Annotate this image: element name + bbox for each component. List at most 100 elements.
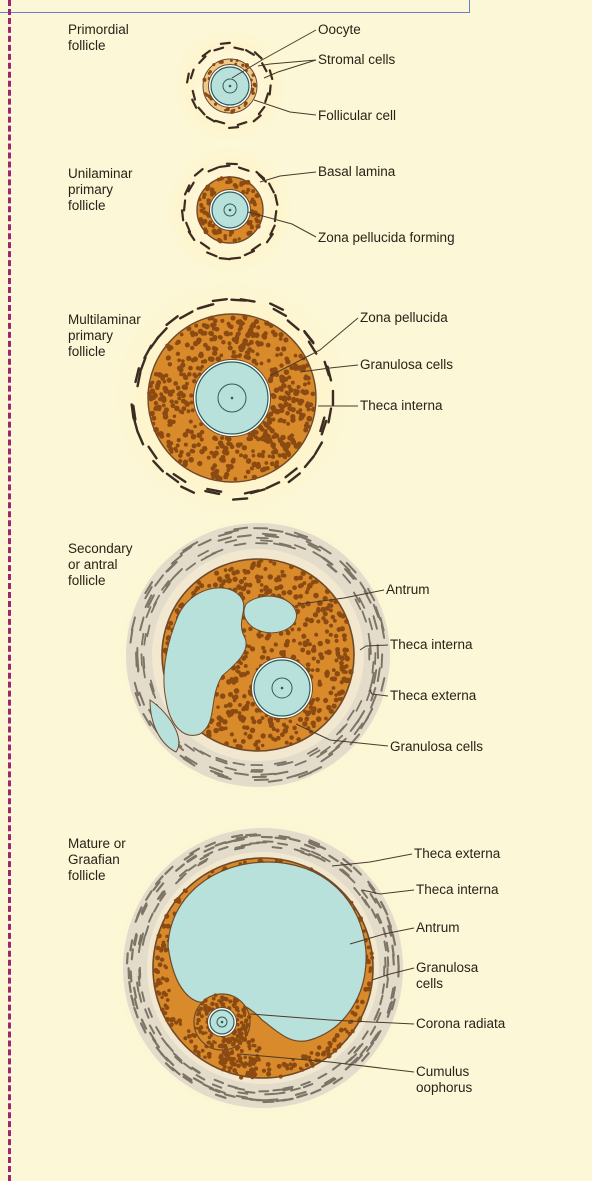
granulosa-cell <box>368 970 372 974</box>
granulosa-cell <box>313 612 318 617</box>
granulosa-cell <box>198 367 202 371</box>
granulosa-cell <box>197 461 202 466</box>
granulosa-cell <box>255 193 260 198</box>
granulosa-cell <box>240 1036 244 1040</box>
granulosa-cell <box>236 665 240 669</box>
granulosa-cell <box>256 325 260 329</box>
granulosa-cell <box>305 363 309 367</box>
granulosa-cell <box>234 688 240 694</box>
granulosa-cell <box>297 627 301 631</box>
granulosa-cell <box>177 358 181 362</box>
granulosa-cell <box>176 444 180 448</box>
granulosa-cell <box>209 70 212 73</box>
granulosa-cell <box>325 639 329 643</box>
granulosa-cell <box>299 399 304 404</box>
granulosa-cell <box>220 60 224 64</box>
granulosa-cell <box>267 425 272 430</box>
granulosa-cell <box>279 337 283 341</box>
granulosa-cell <box>208 331 213 336</box>
granulosa-cell <box>350 1011 354 1015</box>
granulosa-cell <box>317 682 322 687</box>
granulosa-cell <box>251 716 255 720</box>
granulosa-cell <box>203 229 208 234</box>
callout-theca-interna-2: Theca interna <box>390 637 473 653</box>
granulosa-cell <box>236 1063 241 1068</box>
granulosa-cell <box>260 361 264 365</box>
callout-theca-externa: Theca externa <box>390 688 476 704</box>
granulosa-cell <box>227 1040 232 1045</box>
granulosa-cell <box>315 668 319 672</box>
granulosa-cell <box>255 708 260 713</box>
granulosa-cell <box>319 655 324 660</box>
granulosa-cell <box>309 576 313 580</box>
granulosa-cell <box>211 224 215 228</box>
callout-oocyte: Oocyte <box>318 22 361 38</box>
granulosa-cell <box>285 359 290 364</box>
granulosa-cell <box>236 442 242 448</box>
granulosa-cell <box>340 697 344 701</box>
granulosa-cell <box>329 608 333 612</box>
granulosa-cell <box>194 1027 197 1030</box>
granulosa-cell <box>260 427 265 432</box>
granulosa-cell <box>332 704 337 709</box>
granulosa-cell <box>159 392 163 396</box>
granulosa-cell <box>282 419 287 424</box>
stromal-cell <box>250 835 260 836</box>
granulosa-cell <box>256 579 261 584</box>
granulosa-cell <box>333 1048 338 1053</box>
granulosa-cell <box>213 323 217 327</box>
granulosa-cell <box>203 78 206 81</box>
granulosa-cell <box>161 976 165 980</box>
granulosa-cell <box>216 356 221 361</box>
granulosa-cell <box>247 734 253 740</box>
granulosa-cell <box>157 933 162 938</box>
granulosa-cell <box>235 1007 239 1011</box>
granulosa-cell <box>191 408 195 412</box>
granulosa-cell <box>226 442 230 446</box>
granulosa-cell <box>230 315 235 320</box>
granulosa-cell <box>309 402 314 407</box>
granulosa-cell <box>250 225 254 229</box>
granulosa-cell <box>270 393 274 397</box>
granulosa-cell <box>168 447 173 452</box>
granulosa-cell <box>271 455 275 459</box>
granulosa-cell <box>233 238 238 243</box>
granulosa-cell <box>220 1044 225 1049</box>
granulosa-cell <box>296 385 300 389</box>
granulosa-cell <box>290 433 294 437</box>
granulosa-cell <box>345 1030 348 1033</box>
granulosa-cell <box>207 1052 212 1057</box>
stromal-cell <box>263 534 276 535</box>
granulosa-cell <box>242 445 247 450</box>
granulosa-cell <box>190 346 194 350</box>
granulosa-cell <box>335 639 339 643</box>
granulosa-cell <box>244 664 248 668</box>
granulosa-cell <box>243 315 247 319</box>
granulosa-cell <box>185 401 191 407</box>
granulosa-cell <box>279 1074 283 1078</box>
granulosa-cell <box>208 1007 211 1010</box>
granulosa-cell <box>325 629 329 633</box>
granulosa-cell <box>279 352 283 356</box>
granulosa-cell <box>326 1046 331 1051</box>
granulosa-cell <box>170 1017 175 1022</box>
granulosa-cell <box>223 1065 227 1069</box>
granulosa-cell <box>242 338 248 344</box>
granulosa-cell <box>233 739 237 743</box>
granulosa-cell <box>210 193 214 197</box>
secondary-antral-follicle-drawing <box>126 523 390 787</box>
granulosa-cell <box>254 1057 259 1062</box>
granulosa-cell <box>244 475 248 479</box>
granulosa-cell <box>367 981 372 986</box>
granulosa-cell <box>222 1058 225 1061</box>
granulosa-cell <box>164 914 169 919</box>
granulosa-cell <box>260 436 265 441</box>
granulosa-cell <box>219 240 222 243</box>
granulosa-cell <box>334 634 338 638</box>
granulosa-cell <box>248 1056 251 1059</box>
granulosa-cell <box>324 670 330 676</box>
granulosa-cell <box>248 329 252 333</box>
granulosa-cell <box>203 343 208 348</box>
granulosa-cell <box>200 437 204 441</box>
granulosa-cell <box>318 641 323 646</box>
